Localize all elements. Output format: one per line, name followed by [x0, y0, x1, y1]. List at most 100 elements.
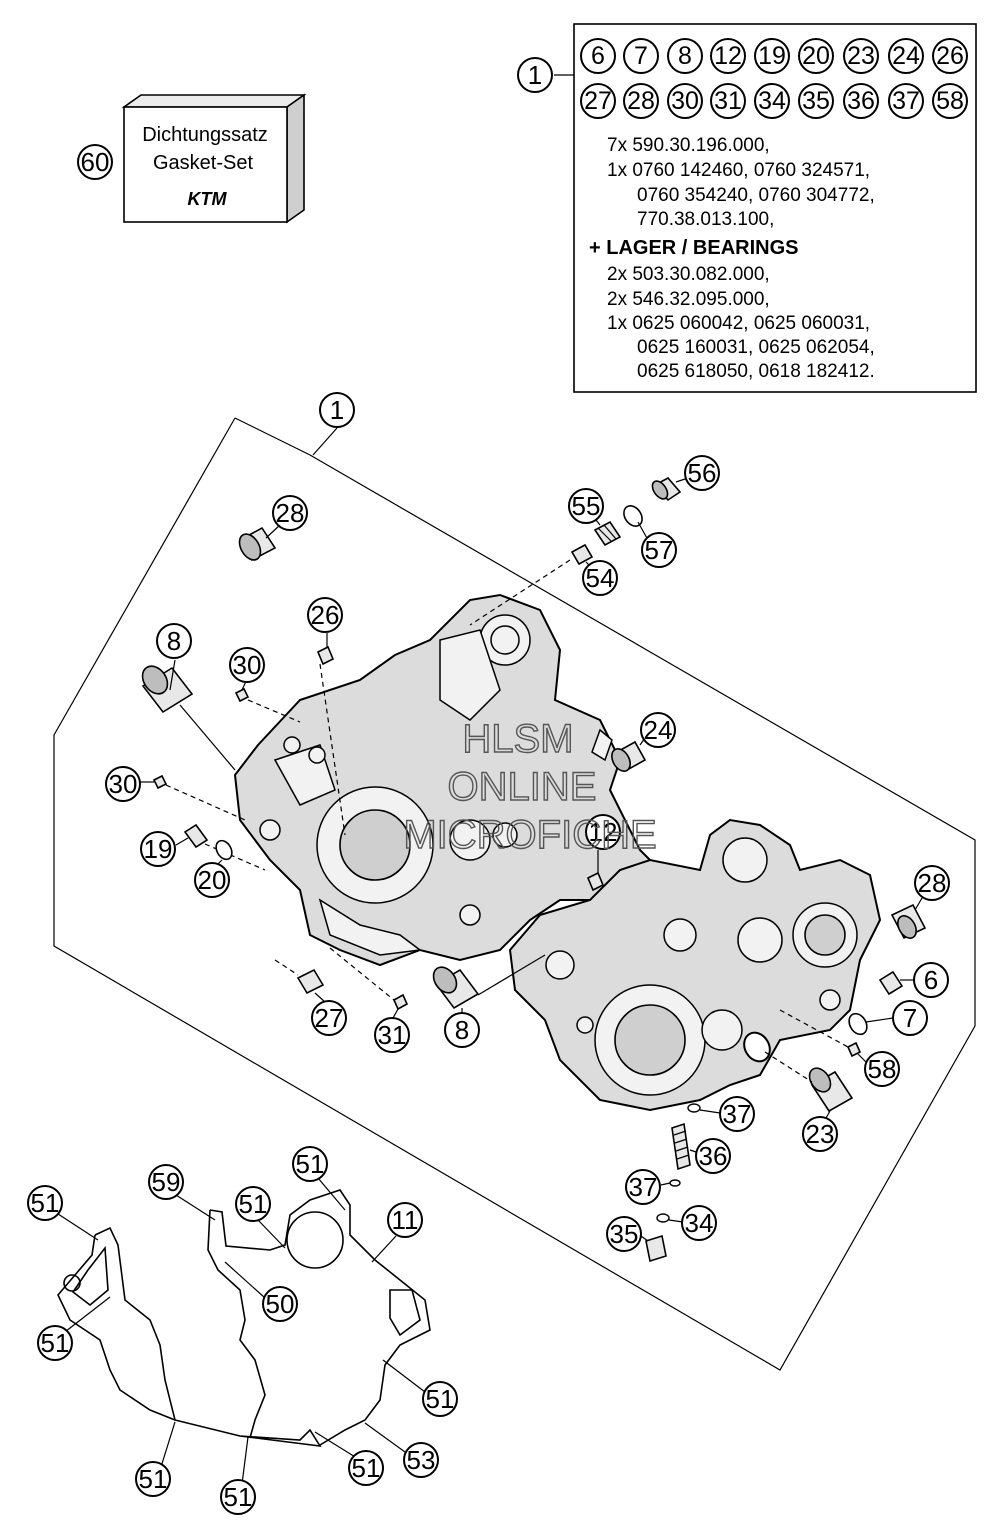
bearing-line: 2x 546.32.095.000, [607, 289, 770, 310]
ktm-logo: KTM [188, 189, 228, 209]
callout-53[interactable]: 53 [403, 1442, 439, 1478]
ref-row2-item: 37 [892, 87, 920, 115]
bushing-28-right [890, 897, 927, 940]
sleeve-23 [764, 1051, 854, 1119]
callout-6[interactable]: 6 [913, 962, 949, 998]
ref-row2-item: 31 [714, 87, 742, 115]
svg-text:7: 7 [903, 1003, 917, 1033]
set-line: 1x 0760 142460, 0760 324571, [607, 160, 870, 181]
svg-text:30: 30 [233, 650, 262, 680]
svg-text:20: 20 [198, 865, 227, 895]
svg-text:50: 50 [266, 1289, 295, 1319]
callout-59[interactable]: 59 [148, 1164, 184, 1200]
svg-text:24: 24 [644, 715, 673, 745]
svg-text:31: 31 [378, 1020, 407, 1050]
ref-row1-item: 12 [714, 42, 742, 70]
callout-36[interactable]: 36 [695, 1138, 731, 1174]
callout-51-bottom[interactable]: 51 [220, 1479, 256, 1515]
callout-51-left-top[interactable]: 51 [27, 1185, 63, 1221]
spring-55 [591, 514, 622, 547]
ref-row1-item: 24 [892, 42, 920, 70]
callout-gasket-set[interactable]: 60 [77, 144, 113, 180]
washer-7 [848, 1012, 894, 1036]
svg-text:12: 12 [589, 817, 618, 847]
callout-26[interactable]: 26 [307, 597, 343, 633]
svg-text:ONLINE: ONLINE [448, 765, 597, 809]
ref-row1-item: 19 [758, 42, 786, 70]
included-ref-row2: 27 28 30 31 34 35 36 37 58 [580, 83, 968, 119]
callout-51-mid-top[interactable]: 51 [235, 1186, 271, 1222]
callout-24[interactable]: 24 [640, 712, 676, 748]
svg-text:34: 34 [685, 1208, 714, 1238]
callout-58[interactable]: 58 [864, 1051, 900, 1087]
svg-text:54: 54 [586, 563, 615, 593]
svg-text:1: 1 [528, 60, 542, 90]
gasket-set-box[interactable]: Dichtungssatz Gasket-Set KTM 60 [77, 93, 307, 224]
callout-37-lower[interactable]: 37 [625, 1169, 661, 1205]
callout-51-right[interactable]: 51 [422, 1381, 458, 1417]
callout-37-top[interactable]: 37 [719, 1096, 755, 1132]
svg-text:59: 59 [152, 1167, 181, 1197]
ref-row2-item: 30 [671, 87, 699, 115]
callout-51-top[interactable]: 51 [292, 1146, 328, 1182]
svg-text:28: 28 [918, 868, 947, 898]
ref-row1-item: 6 [591, 42, 605, 70]
callout-set[interactable]: 1 [517, 57, 553, 93]
callout-20[interactable]: 20 [194, 862, 230, 898]
callout-7[interactable]: 7 [892, 1000, 928, 1036]
ref-row2-item: 36 [847, 87, 875, 115]
callout-54[interactable]: 54 [582, 560, 618, 596]
ref-row1-item: 23 [847, 42, 875, 70]
svg-text:51: 51 [296, 1149, 325, 1179]
callout-35[interactable]: 35 [606, 1216, 642, 1252]
plug-35 [640, 1234, 667, 1263]
svg-text:8: 8 [167, 626, 181, 656]
callout-11[interactable]: 11 [387, 1202, 423, 1238]
callout-50[interactable]: 50 [262, 1286, 298, 1322]
ref-row1-item: 8 [678, 42, 692, 70]
svg-text:36: 36 [699, 1141, 728, 1171]
svg-text:11: 11 [392, 1205, 419, 1235]
callout-56[interactable]: 56 [684, 455, 720, 491]
callout-51-left-mid[interactable]: 51 [37, 1325, 73, 1361]
pin-30-mid [140, 774, 246, 821]
callout-30-mid[interactable]: 30 [105, 766, 141, 802]
callout-55[interactable]: 55 [568, 488, 604, 524]
plug-56 [651, 476, 689, 502]
oring-37-top [687, 1103, 721, 1114]
plug-58 [743, 1009, 867, 1063]
callout-30-top[interactable]: 30 [229, 647, 265, 683]
oring-37-lower [660, 1179, 681, 1187]
spring-36 [671, 1122, 697, 1171]
callout-28-right[interactable]: 28 [914, 865, 950, 901]
callout-28-top[interactable]: 28 [272, 495, 308, 531]
pin-30-top [234, 676, 301, 723]
assembly-frame: 1 [53, 392, 976, 1371]
callout-57[interactable]: 57 [641, 532, 677, 568]
callout-8-left[interactable]: 8 [156, 623, 192, 659]
callout-19[interactable]: 19 [140, 831, 176, 867]
svg-text:28: 28 [276, 498, 305, 528]
bushing-28-top [238, 524, 281, 562]
bushing-24 [611, 737, 647, 772]
callout-31[interactable]: 31 [374, 1017, 410, 1053]
callout-crankcase-assembly[interactable]: 1 [319, 392, 355, 428]
bearings-heading: + LAGER / BEARINGS [589, 237, 798, 259]
svg-text:51: 51 [31, 1188, 60, 1218]
bearing-line: 2x 503.30.082.000, [607, 264, 770, 285]
callout-23[interactable]: 23 [802, 1116, 838, 1152]
included-ref-row1: 6 7 8 12 19 20 23 24 26 [580, 38, 968, 74]
svg-text:37: 37 [723, 1099, 752, 1129]
callout-34[interactable]: 34 [681, 1205, 717, 1241]
callout-51-bottom-left[interactable]: 51 [135, 1461, 171, 1497]
callout-27[interactable]: 27 [311, 1000, 347, 1036]
callout-51-bottom-mid[interactable]: 51 [348, 1450, 384, 1486]
watermark: HLSM ONLINE MICROFICHE [403, 716, 658, 857]
ref-row2-item: 27 [584, 87, 612, 115]
callout-12[interactable]: 12 [585, 814, 621, 850]
ref-row2-item: 34 [758, 87, 786, 115]
bushing-27 [274, 959, 326, 1003]
svg-text:37: 37 [629, 1172, 658, 1202]
callout-8-right[interactable]: 8 [444, 1012, 480, 1048]
